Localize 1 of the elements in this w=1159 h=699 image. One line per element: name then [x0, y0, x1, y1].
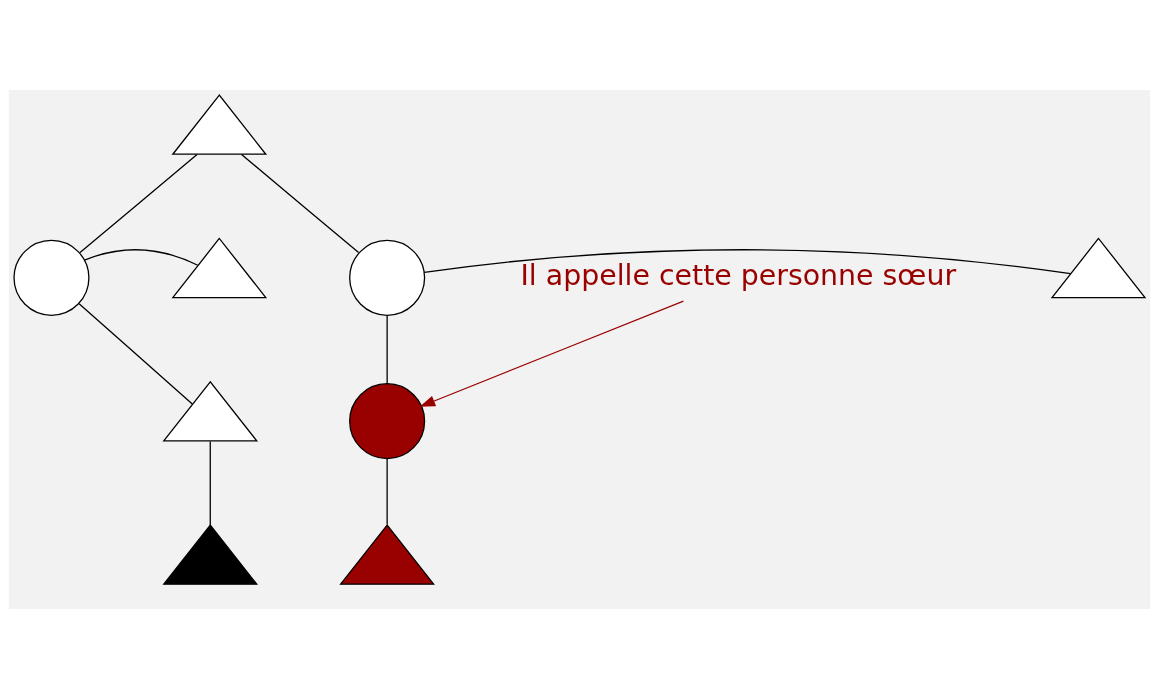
node-text: Il appelle cette personne sœur [520, 259, 957, 293]
